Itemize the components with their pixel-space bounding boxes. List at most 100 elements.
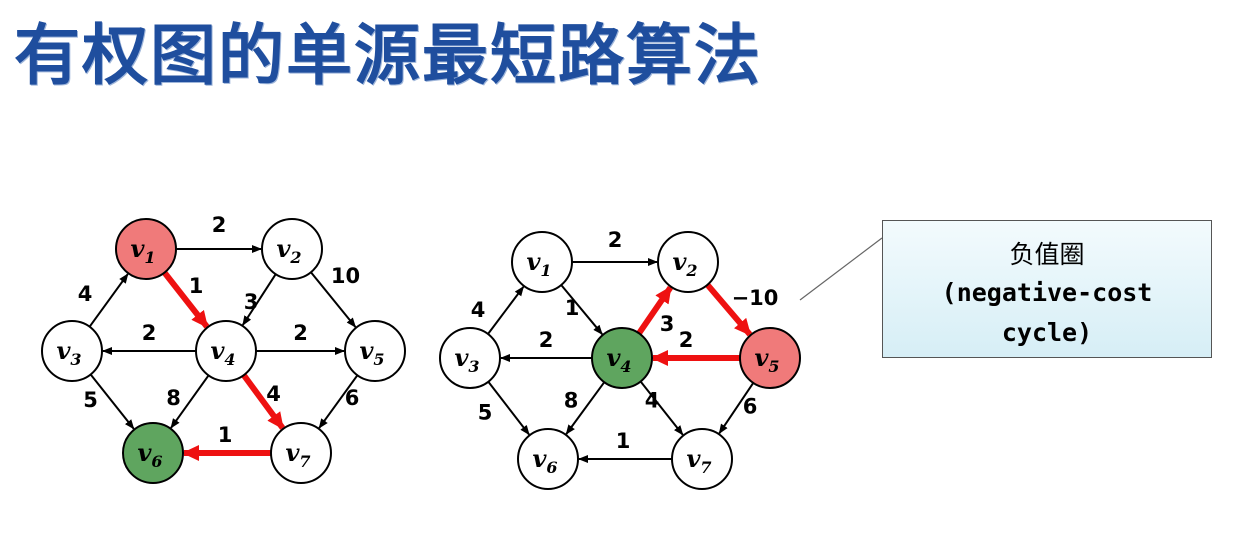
left-graph-weight-v2-v5: 10 — [331, 264, 360, 288]
slide-title: 有权图的单源最短路算法 — [14, 17, 762, 94]
right-graph-node-v7-circle — [671, 428, 733, 490]
right-graph-weight-v4-v7: 4 — [645, 389, 660, 413]
node-label-base: v — [285, 438, 300, 467]
left-graph-weight-v1-v2: 2 — [212, 213, 227, 237]
node-label-base: v — [526, 247, 541, 276]
node-label-base: v — [754, 343, 769, 372]
node-label-base: v — [454, 343, 469, 372]
right-graph-node-v4-circle — [591, 327, 653, 389]
left-graph-node-v3: v3 — [41, 320, 103, 382]
node-label-base: v — [672, 247, 687, 276]
right-graph-node-v6-circle — [517, 428, 579, 490]
left-graph-node-v5: v5 — [344, 320, 406, 382]
right-graph-node-v3-circle — [439, 327, 501, 389]
callout-english-line2: cycle) — [1001, 318, 1093, 347]
node-label-subscript: 4 — [224, 350, 235, 369]
left-graph-node-v2-circle — [261, 218, 323, 280]
node-label-base: v — [532, 444, 547, 473]
right-graph-node-v7: v7 — [671, 428, 733, 490]
right-graph-weight-v4-v6: 8 — [564, 389, 579, 413]
node-label-base: v — [130, 234, 145, 263]
right-graph-weight-v3-v6: 5 — [478, 401, 493, 425]
node-label-subscript: 2 — [685, 261, 697, 280]
left-graph-weight-v1-v4: 1 — [189, 274, 204, 298]
left-graph-node-v3-circle — [41, 320, 103, 382]
right-graph-node-v5-label: v5 — [754, 343, 779, 376]
right-graph-node-v4-label: v4 — [606, 343, 631, 376]
node-label-base: v — [359, 336, 374, 365]
node-label-subscript: 5 — [768, 357, 779, 376]
right-graph-edge-v3-v6 — [487, 381, 530, 436]
node-label-subscript: 3 — [70, 350, 81, 369]
node-label-subscript: 4 — [620, 357, 631, 376]
node-label-subscript: 7 — [700, 458, 711, 477]
left-graph-node-v4: v4 — [195, 320, 257, 382]
left-graph-node-v5-circle — [344, 320, 406, 382]
callout-chinese: 负值圈 — [1009, 240, 1085, 269]
right-graph-node-v5-circle — [739, 327, 801, 389]
left-graph-weight-v7-v6: 1 — [218, 423, 233, 447]
right-graph-edge-v1-v4 — [560, 284, 603, 335]
left-graph-node-v7-label: v7 — [285, 438, 310, 471]
right-graph-weight-v2-v5: −10 — [732, 286, 779, 310]
left-graph-node-v6: v6 — [122, 422, 184, 484]
left-graph-node-v4-label: v4 — [210, 336, 235, 369]
right-graph-weight-v5-v4: 2 — [679, 328, 694, 352]
left-graph-weight-v3-v1: 4 — [78, 282, 93, 306]
right-graph-node-v2-label: v2 — [672, 247, 697, 280]
left-graph-node-v6-circle — [122, 422, 184, 484]
left-graph-node-v2-label: v2 — [276, 234, 301, 267]
right-graph-node-v6: v6 — [517, 428, 579, 490]
left-graph-node-v1-circle — [115, 218, 177, 280]
node-label-base: v — [210, 336, 225, 365]
node-label-base: v — [606, 343, 621, 372]
left-graph-node-v4-circle — [195, 320, 257, 382]
left-graph-node-v6-label: v6 — [137, 438, 162, 471]
right-graph-edge-v3-v1 — [487, 285, 525, 335]
right-graph-edge-v4-v7 — [639, 380, 684, 436]
callout-leader-line — [799, 237, 883, 301]
right-graph-node-v2: v2 — [657, 231, 719, 293]
left-graph-node-v7: v7 — [270, 422, 332, 484]
left-graph-weight-v4-v5: 2 — [293, 321, 308, 345]
left-graph-node-v7-circle — [270, 422, 332, 484]
node-label-base: v — [686, 444, 701, 473]
node-label-subscript: 6 — [151, 452, 162, 471]
node-label-base: v — [276, 234, 291, 263]
node-label-subscript: 1 — [144, 248, 155, 267]
right-graph-edge-v2-v5-highlighted — [705, 282, 753, 337]
right-graph-weight-v5-v7: 6 — [743, 395, 758, 419]
left-graph-node-v5-label: v5 — [359, 336, 384, 369]
node-label-base: v — [137, 438, 152, 467]
node-label-subscript: 7 — [299, 452, 310, 471]
node-label-base: v — [56, 336, 71, 365]
left-graph-edge-v4-v7-highlighted — [241, 373, 286, 430]
right-graph-weight-v4-v3: 2 — [539, 328, 554, 352]
left-graph-edge-v2-v4 — [242, 273, 277, 326]
left-graph-node-v1: v1 — [115, 218, 177, 280]
node-label-subscript: 6 — [546, 458, 557, 477]
right-graph-node-v6-label: v6 — [532, 444, 557, 477]
right-graph-edge-v4-v2-highlighted — [636, 285, 673, 335]
left-graph-node-v3-label: v3 — [56, 336, 81, 369]
left-graph-weight-v3-v6: 5 — [83, 388, 98, 412]
node-label-subscript: 2 — [289, 248, 301, 267]
right-graph-weight-v1-v4: 1 — [565, 296, 580, 320]
right-graph-node-v1: v1 — [511, 231, 573, 293]
left-graph-weight-v4-v7: 4 — [266, 382, 281, 406]
node-label-subscript: 3 — [468, 357, 479, 376]
right-graph-node-v7-label: v7 — [686, 444, 711, 477]
left-graph-edge-v3-v1 — [88, 273, 129, 328]
right-graph-weight-v1-v2: 2 — [608, 228, 623, 252]
right-graph-node-v3: v3 — [439, 327, 501, 389]
left-graph-node-v2: v2 — [261, 218, 323, 280]
left-graph-edge-v4-v6 — [170, 374, 210, 429]
node-label-subscript: 1 — [540, 261, 551, 280]
left-graph-weight-v4-v6: 8 — [166, 386, 181, 410]
left-graph-edge-v5-v7 — [318, 374, 359, 429]
right-graph-weight-v4-v2: 3 — [660, 312, 675, 336]
negative-cycle-callout: 负值圈 (negative-cost cycle) — [882, 220, 1212, 358]
right-graph-edge-v4-v6 — [565, 381, 606, 435]
right-graph-node-v4: v4 — [591, 327, 653, 389]
